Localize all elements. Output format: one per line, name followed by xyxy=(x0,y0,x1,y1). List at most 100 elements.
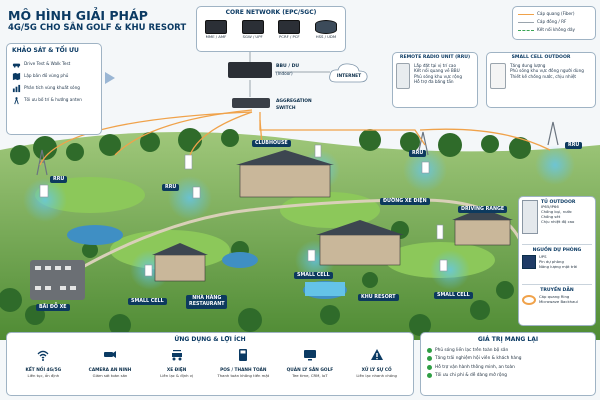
rru-item: Phủ sóng khu vực rộng xyxy=(414,73,462,79)
label-rru: RRU xyxy=(50,176,68,183)
application-item: XỬ LÝ SỰ CỐ Liên lạc nhanh chóng xyxy=(348,348,406,378)
check-icon xyxy=(427,347,432,353)
legend-item: Cáp đồng / RF xyxy=(518,18,590,26)
camera-icon xyxy=(103,351,116,358)
small-cell-item: Phủ sóng khu vực đông người dùng xyxy=(510,68,584,74)
legend: Cáp quang (Fiber) Cáp đồng / RF Kết nối … xyxy=(512,6,596,40)
survey-panel: KHẢO SÁT & TỐI ƯU Drive Test & Walk Test… xyxy=(6,43,102,135)
page-title: MÔ HÌNH GIẢI PHÁP xyxy=(8,8,148,23)
value-item: Phủ sóng liền lạc trên toàn bộ sân xyxy=(427,346,589,355)
page-subtitle: 4G/5G CHO SÂN GOLF & KHU RESORT xyxy=(8,23,187,33)
solar-panel-icon xyxy=(522,255,536,269)
tu-outdoor-title: TỦ OUTDOOR xyxy=(541,200,576,205)
antenna-icon xyxy=(14,96,19,104)
core-network-title: CORE NETWORK (EPC/5GC) xyxy=(225,9,317,16)
survey-item-label: Lập bản đồ vùng phủ xyxy=(24,73,69,79)
wireless-line-icon xyxy=(518,29,534,31)
legend-item: Kết nối không dây xyxy=(518,26,590,34)
core-network-panel: CORE NETWORK (EPC/5GC) MME / AMF SGW / U… xyxy=(196,6,346,52)
rf-line-icon xyxy=(518,21,534,23)
aggregation-label: AGGREGATION xyxy=(276,99,312,104)
value-item: Hỗ trợ vận hành thông minh, an toàn xyxy=(427,363,589,372)
arrow-icon xyxy=(105,72,115,84)
fiber-line-icon xyxy=(518,13,534,15)
survey-item: Drive Test & Walk Test xyxy=(12,58,96,70)
server-icon xyxy=(278,20,301,34)
label-duong-xe-dien: ĐƯỜNG XE ĐIỆN xyxy=(380,198,430,205)
alert-icon xyxy=(370,349,383,360)
fiber-network xyxy=(39,52,551,166)
parking-lot xyxy=(30,260,85,300)
rru-device-icon xyxy=(396,63,410,89)
rru-item: Kết nối quang về BBU xyxy=(414,68,460,74)
small-cell-panel: SMALL CELL OUTDOOR Tăng dung lượng Phủ s… xyxy=(486,52,596,108)
bbu-label: BBU / DU xyxy=(276,64,300,69)
fiber-coil-icon xyxy=(522,295,536,305)
truyen-dan-title: TRUYỀN DẪN xyxy=(540,288,574,293)
car-icon xyxy=(12,63,21,68)
trees xyxy=(0,128,531,336)
rru-item: Lắp đặt tại vị trí cao xyxy=(414,63,457,68)
core-item: MME / AMF xyxy=(201,20,231,39)
chart-icon xyxy=(12,84,21,92)
label-bai-do-xe: BÃI ĐỖ XE xyxy=(36,304,70,311)
aggregation-switch-device xyxy=(232,98,270,108)
monitor-icon xyxy=(303,350,316,361)
label-khu-resort: KHU RESORT xyxy=(358,294,399,301)
survey-title: KHẢO SÁT & TỐI ƯU xyxy=(12,47,79,54)
bbu-sub: (Indoor) xyxy=(276,71,293,76)
survey-item: Tối ưu bố trí & hướng anten xyxy=(12,94,96,106)
value-item: Tăng trải nghiệm hội viên & khách hàng xyxy=(427,355,589,364)
equipment-panel: TỦ OUTDOOR IP65/IP66 Chống bụi, nước Chố… xyxy=(518,196,596,326)
application-item: KẾT NỐI 4G/5G Liên tục, ổn định xyxy=(14,348,72,378)
survey-item: Phân tích vùng khuất sóng xyxy=(12,82,96,94)
label-rru: RRU xyxy=(162,184,180,191)
nguon-title: NGUỒN DỰ PHÒNG xyxy=(532,248,582,253)
cloud-icon xyxy=(329,63,368,83)
survey-item-label: Tối ưu bố trí & hướng anten xyxy=(24,97,82,103)
label-driving-range: DRIVING RANGE xyxy=(458,206,508,213)
application-item: QUẢN LÝ SÂN GOLF Tee time, CRM, IoT xyxy=(281,348,339,378)
applications-panel: ỨNG DỤNG & LỢI ÍCH KẾT NỐI 4G/5G Liên tụ… xyxy=(6,332,414,396)
small-cell-panel-title: SMALL CELL OUTDOOR xyxy=(511,55,571,60)
wifi-icon xyxy=(37,350,49,361)
map-icon xyxy=(12,72,21,80)
cabinet-icon xyxy=(522,200,538,234)
small-cell-item: Thiết kế chống nước, chịu nhiệt xyxy=(510,73,577,79)
value-item: Tối ưu chi phí & dễ dàng mở rộng xyxy=(427,372,589,381)
survey-item: Lập bản đồ vùng phủ xyxy=(12,70,96,82)
label-clubhouse: CLUBHOUSE xyxy=(252,140,291,147)
application-item: POS / THANH TOÁN Thanh toán không tiền m… xyxy=(214,348,272,378)
cart-icon xyxy=(171,350,182,361)
rru-panel: REMOTE RADIO UNIT (RRU) Lắp đặt tại vị t… xyxy=(392,52,478,108)
server-icon xyxy=(241,20,264,34)
label-small-cell: SMALL CELL xyxy=(434,292,473,299)
pos-icon xyxy=(239,349,248,361)
small-cell-item: Tăng dung lượng xyxy=(510,63,546,68)
core-item: SGW / UPF xyxy=(238,20,268,39)
check-icon xyxy=(427,364,432,370)
label-rru: RRU xyxy=(409,150,427,157)
internet-label: INTERNET xyxy=(336,74,362,79)
small-cell-units xyxy=(39,144,448,277)
label-small-cell: SMALL CELL xyxy=(128,298,167,305)
survey-item-label: Drive Test & Walk Test xyxy=(24,61,71,67)
application-item: XE ĐIỆN Liên lạc & định vị xyxy=(148,348,206,378)
server-icon xyxy=(205,20,227,34)
label-small-cell: SMALL CELL xyxy=(294,272,333,279)
rru-item: Hỗ trợ đa băng tần xyxy=(414,78,454,84)
check-icon xyxy=(427,373,432,379)
survey-item-label: Phân tích vùng khuất sóng xyxy=(24,85,80,91)
small-cell-device-icon xyxy=(490,63,506,89)
values-title: GIÁ TRỊ MANG LẠI xyxy=(477,336,539,343)
aggregation-sub: SWITCH xyxy=(276,106,296,111)
values-panel: GIÁ TRỊ MANG LẠI Phủ sóng liền lạc trên … xyxy=(420,332,596,396)
database-icon xyxy=(314,20,337,34)
bbu-device xyxy=(228,62,272,78)
core-item: PCRF / PCF xyxy=(274,20,304,39)
application-item: CAMERA AN NINH Giám sát toàn sân xyxy=(81,348,139,378)
legend-item: Cáp quang (Fiber) xyxy=(518,10,590,18)
buildings xyxy=(152,150,513,296)
golf-map xyxy=(0,121,600,340)
